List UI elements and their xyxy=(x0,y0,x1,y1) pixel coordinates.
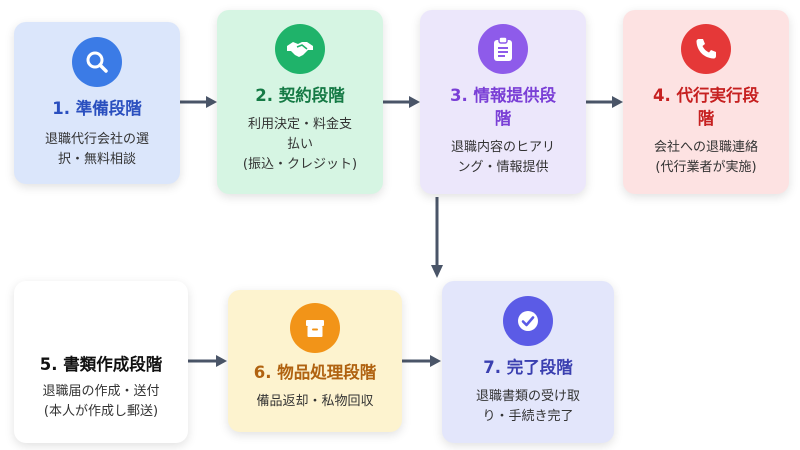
box-icon xyxy=(290,303,340,353)
step-6-desc: 備品返却・私物回収 xyxy=(256,394,374,409)
step-4-desc: 会社への退職連絡 (代行業者が実施) xyxy=(653,140,758,175)
step-1-card: 1. 準備段階 退職代行会社の選 択・無料相談 xyxy=(14,22,180,184)
arrow-5-to-6 xyxy=(188,355,227,367)
step-5-desc: 退職届の作成・送付 (本人が作成し郵送) xyxy=(42,384,160,419)
step-2-card: 2. 契約段階 利用決定・料金支 払い (振込・クレジット) xyxy=(217,10,383,194)
arrow-6-to-7 xyxy=(402,355,441,367)
step-6-title: 6. 物品処理段階 xyxy=(253,363,377,382)
step-6-card: 6. 物品処理段階 備品返却・私物回収 xyxy=(228,290,402,432)
step-3-title: 3. 情報提供段 階 xyxy=(450,86,556,128)
step-7-desc: 退職書類の受け取 り・手続き完了 xyxy=(475,389,580,424)
step-3-card: 3. 情報提供段 階 退職内容のヒアリ ング・情報提供 xyxy=(420,10,586,194)
step-2-desc: 利用決定・料金支 払い (振込・クレジット) xyxy=(242,117,358,172)
step-1-title: 1. 準備段階 xyxy=(52,99,142,118)
clipboard-icon xyxy=(478,24,528,74)
step-7-title: 7. 完了段階 xyxy=(483,358,573,377)
step-4-title: 4. 代行実行段 階 xyxy=(653,86,759,128)
step-4-card: 4. 代行実行段 階 会社への退職連絡 (代行業者が実施) xyxy=(623,10,789,194)
arrow-1-to-2 xyxy=(180,96,217,108)
step-7-card: 7. 完了段階 退職書類の受け取 り・手続き完了 xyxy=(442,281,614,443)
step-5-title: 5. 書類作成段階 xyxy=(39,355,163,374)
step-1-desc: 退職代行会社の選 択・無料相談 xyxy=(44,132,149,167)
handshake-icon xyxy=(275,24,325,74)
check-circle-icon xyxy=(503,296,553,346)
arrow-2-to-3 xyxy=(383,96,420,108)
search-icon xyxy=(72,37,122,87)
step-5-card: 5. 書類作成段階 退職届の作成・送付 (本人が作成し郵送) xyxy=(14,281,188,443)
step-2-title: 2. 契約段階 xyxy=(255,86,345,105)
step-3-desc: 退職内容のヒアリ ング・情報提供 xyxy=(450,140,555,175)
arrow-3-to-4 xyxy=(586,96,623,108)
phone-icon xyxy=(681,24,731,74)
arrow-3-to-7 xyxy=(431,197,443,278)
